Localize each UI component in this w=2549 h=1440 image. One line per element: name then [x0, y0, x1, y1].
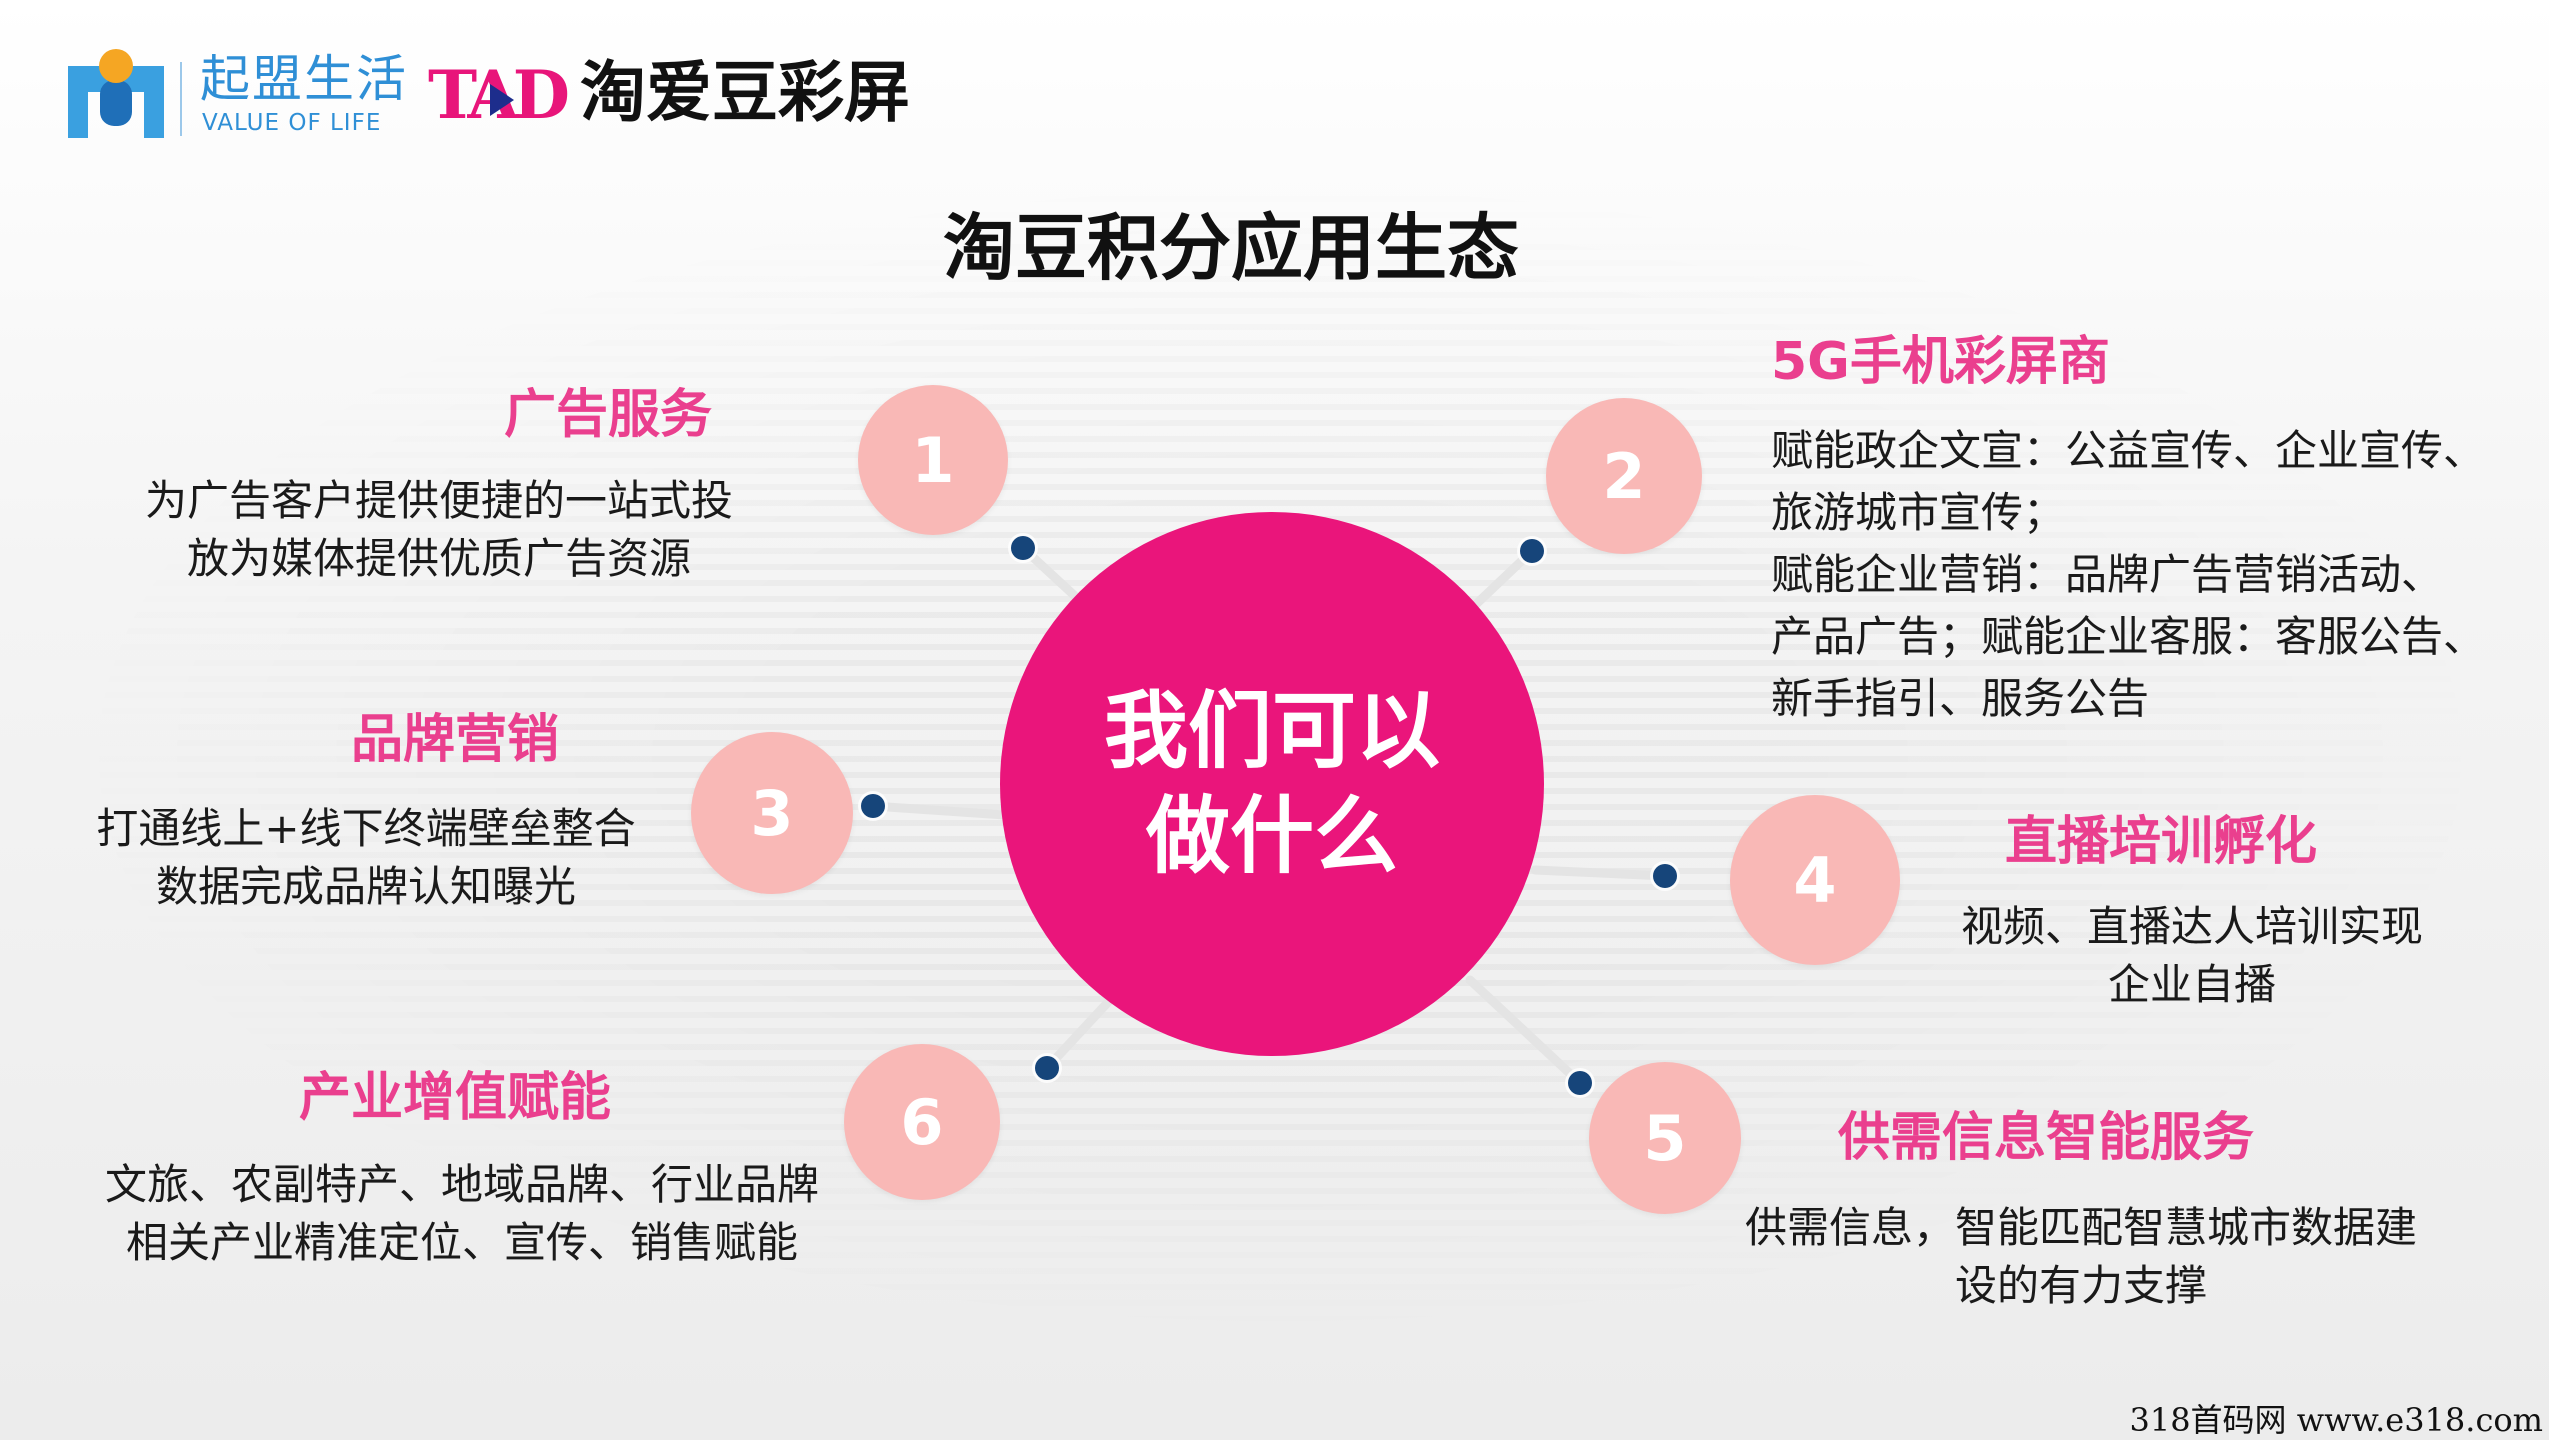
- item-1-heading: 广告服务: [503, 385, 712, 445]
- center-line-2: 做什么: [1145, 787, 1398, 885]
- item-5-body: 供需信息，智能匹配智慧城市数据建 设的有力支撑: [1745, 1199, 2417, 1315]
- connector-dot: [1520, 539, 1544, 563]
- item-2-line: 产品广告；赋能企业客服：客服公告、: [1771, 612, 2486, 661]
- item-2-line: 新手指引、服务公告: [1771, 674, 2150, 723]
- number-circle-3: 3: [691, 732, 853, 894]
- qimeng-logo-icon: [68, 49, 164, 138]
- item-6-body: 文旅、农副特产、地域品牌、行业品牌 相关产业精准定位、宣传、销售赋能: [105, 1156, 819, 1272]
- item-3-line: 数据完成品牌认知曝光: [155, 862, 577, 911]
- item-5-heading: 供需信息智能服务: [1837, 1108, 2255, 1168]
- item-3-body: 打通线上+线下终端壁垒整合 数据完成品牌认知曝光: [96, 800, 635, 916]
- connector-dot: [861, 794, 885, 818]
- item-4-line: 企业自播: [2107, 960, 2277, 1009]
- center-circle: 我们可以 做什么: [1000, 512, 1544, 1056]
- number-circle-4: 4: [1730, 795, 1900, 965]
- item-4-body: 视频、直播达人培训实现 企业自播: [1961, 898, 2423, 1014]
- number-circle-6: 6: [844, 1044, 1000, 1200]
- connector-dot: [1011, 536, 1035, 560]
- connector-5: [1465, 975, 1585, 1088]
- item-1-line: 放为媒体提供优质广告资源: [186, 534, 692, 583]
- item-3-line: 打通线上+线下终端壁垒整合: [96, 804, 636, 853]
- brand-name-2: 淘爱豆彩屏: [580, 54, 910, 131]
- play-icon: [490, 84, 514, 116]
- item-4-line: 视频、直播达人培训实现: [1960, 902, 2424, 951]
- item-2-line: 赋能政企文宣：公益宣传、企业宣传、: [1771, 426, 2486, 475]
- connector-4: [1530, 865, 1670, 881]
- connector-dot: [1568, 1071, 1592, 1095]
- connector-dot: [1653, 864, 1677, 888]
- brand-name-en: VALUE OF LIFE: [202, 110, 382, 136]
- item-6-heading: 产业增值赋能: [298, 1068, 612, 1128]
- item-2-line: 赋能企业营销：品牌广告营销活动、: [1771, 550, 2444, 599]
- item-5-line: 设的有力支撑: [1954, 1261, 2208, 1310]
- item-1-line: 为广告客户提供便捷的一站式投: [144, 476, 734, 525]
- connector-3: [868, 801, 1010, 820]
- item-6-line: 文旅、农副特产、地域品牌、行业品牌: [104, 1160, 820, 1209]
- page-title: 淘豆积分应用生态: [942, 206, 1519, 290]
- number-circle-2: 2: [1546, 398, 1702, 554]
- item-3-heading: 品牌营销: [350, 710, 560, 770]
- item-2-line: 旅游城市宣传；: [1771, 488, 2066, 537]
- logo-divider: [180, 62, 182, 136]
- item-5-line: 供需信息，智能匹配智慧城市数据建: [1744, 1203, 2418, 1252]
- item-2-heading: 5G手机彩屏商: [1771, 332, 2110, 392]
- item-2-body: 赋能政企文宣：公益宣传、企业宣传、 旅游城市宣传； 赋能企业营销：品牌广告营销活…: [1771, 420, 2485, 730]
- connector-6: [1042, 995, 1115, 1073]
- brand-name-cn: 起盟生活: [200, 50, 408, 108]
- watermark: 318首码网 www.e318.com: [2129, 1401, 2543, 1439]
- center-line-1: 我们可以: [1103, 682, 1440, 780]
- item-6-line: 相关产业精准定位、宣传、销售赋能: [125, 1218, 799, 1267]
- number-circle-1: 1: [858, 385, 1008, 535]
- connector-dot: [1035, 1056, 1059, 1080]
- number-circle-5: 5: [1589, 1062, 1741, 1214]
- connector-2: [1465, 546, 1537, 615]
- item-1-body: 为广告客户提供便捷的一站式投 放为媒体提供优质广告资源: [145, 472, 733, 588]
- item-4-heading: 直播培训孵化: [2004, 812, 2318, 872]
